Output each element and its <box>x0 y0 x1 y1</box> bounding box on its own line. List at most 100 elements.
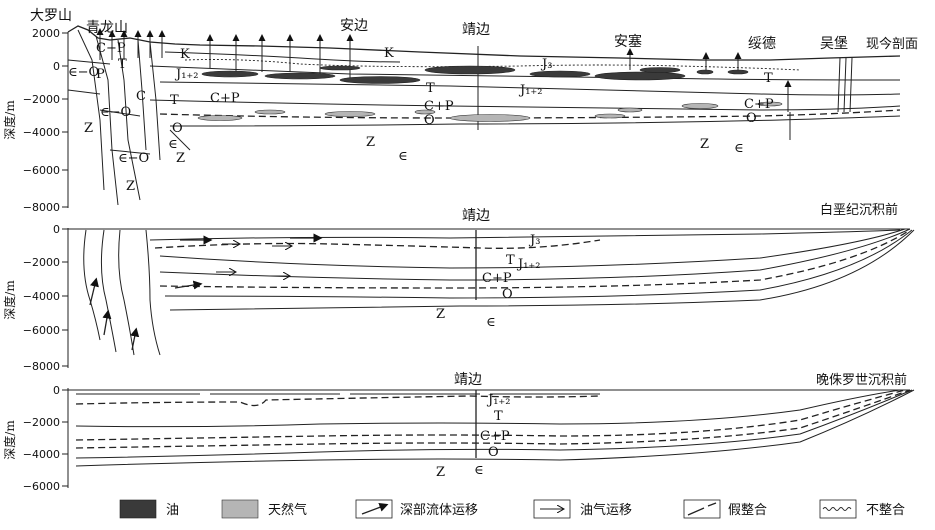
legend-label-deep-fluid: 深部流体运移 <box>400 503 478 518</box>
p1-stratum-O: O <box>424 113 435 128</box>
p1-stratum-T-east: T <box>764 71 773 86</box>
p1-y-label: 深度/m <box>2 100 17 140</box>
p1-stratum-CP: C+P <box>424 99 454 114</box>
p2-tick-0: 0 <box>53 223 60 236</box>
p2-stratum-CP: C+P <box>482 271 512 286</box>
panel1-y-axis: 2000 0 −2000 −4000 −6000 −8000 深度/m <box>2 27 68 214</box>
p3-tick-3: −6000 <box>23 480 60 493</box>
legend-item-oil: 油 <box>120 500 179 518</box>
p1-tick-1: 0 <box>53 60 60 73</box>
legend-item-disconformity: 假整合 <box>684 500 767 518</box>
p1-stratum-Z-west: Z <box>84 121 93 136</box>
p1-stratum-Z: Z <box>366 135 375 150</box>
panel3-y-axis: 0 −2000 −4000 −6000 深度/m <box>2 384 68 493</box>
p1-stratum-Cm-west: ∈ <box>168 137 178 152</box>
p2-tick-1: −2000 <box>23 256 60 269</box>
deep-fluid-arrow-icon <box>362 505 386 514</box>
p1-stratum-O-east: O <box>746 111 757 126</box>
oil-swatch <box>120 500 156 518</box>
p1-stratum-C: C <box>136 89 146 104</box>
p3-tick-2: −4000 <box>23 448 60 461</box>
p1-stratum-CmP: C−P <box>96 41 126 56</box>
place-ansai: 安塞 <box>614 33 642 50</box>
p1-stratum-J12: J₁₊₂ <box>518 83 543 98</box>
p3-tick-1: −2000 <box>23 416 60 429</box>
legend-label-disconformity: 假整合 <box>728 503 767 518</box>
legend-item-unconformity: 不整合 <box>820 500 905 518</box>
p1-stratum-CmO-3: ∈−O <box>118 151 149 166</box>
p1-tick-3: −4000 <box>23 126 60 139</box>
p1-oil-lenses <box>202 66 748 84</box>
p1-stratum-T-west: T <box>170 93 179 108</box>
place-jingbian-2: 靖边 <box>462 208 490 224</box>
p1-stratum-K: K <box>384 46 394 61</box>
p2-y-label: 深度/m <box>2 280 17 320</box>
legend-item-migration: 油气运移 <box>534 500 632 518</box>
panel-before-cretaceous: 0 −2000 −4000 −6000 −8000 深度/m <box>2 202 914 373</box>
p1-gas-lenses <box>198 102 782 122</box>
p1-tick-0: 2000 <box>32 27 60 40</box>
p1-stratum-CP-east: C+P <box>744 97 774 112</box>
place-jingbian-3: 靖边 <box>454 372 482 388</box>
p3-stratum-O: O <box>488 445 499 460</box>
legend-label-gas: 天然气 <box>268 502 307 518</box>
panel3-title: 晚侏罗世沉积前 <box>816 372 907 388</box>
legend-label-unconformity: 不整合 <box>866 503 905 518</box>
p1-tick-5: −8000 <box>23 201 60 214</box>
p1-stratum-T-belt: T <box>118 57 127 72</box>
panel-before-late-jurassic: 0 −2000 −4000 −6000 深度/m 靖边 晚侏罗世沉积前 J₁₊₂… <box>2 372 914 493</box>
p1-stratum-Cm-east: ∈ <box>734 141 744 156</box>
p1-vertical-arrows <box>100 30 790 140</box>
p2-tick-2: −4000 <box>23 290 60 303</box>
panel2-y-axis: 0 −2000 −4000 −6000 −8000 深度/m <box>2 223 68 373</box>
p1-tick-2: −2000 <box>23 93 60 106</box>
place-anbian: 安边 <box>340 18 368 34</box>
unconformity-icon <box>823 508 851 511</box>
p3-tick-0: 0 <box>53 384 60 397</box>
p2-stratum-O: O <box>502 287 513 302</box>
p3-stratum-Z: Z <box>436 465 445 480</box>
p2-tick-3: −6000 <box>23 324 60 337</box>
p2-stratum-J12: J₁₊₂ <box>516 257 541 272</box>
legend-item-gas: 天然气 <box>222 500 307 518</box>
p1-stratum-Z-east: Z <box>700 137 709 152</box>
p1-stratum-T: T <box>426 81 435 96</box>
p2-stratum-Cm: ∈ <box>486 315 496 330</box>
place-wubao: 吴堡 <box>820 36 848 52</box>
p1-stratum-Z-west2: Z <box>176 151 185 166</box>
p1-stratum-CmO-1: ∈−O <box>68 65 99 80</box>
place-qinglongshan: 青龙山 <box>86 20 128 36</box>
p2-deep-fluid-arrows <box>90 238 320 350</box>
place-suide: 绥德 <box>748 36 776 52</box>
disconformity-icon <box>688 503 716 515</box>
p1-stratum-Cm: ∈ <box>398 149 408 164</box>
panel-present-section: 2000 0 −2000 −4000 −6000 −8000 深度/m <box>2 8 918 214</box>
p2-stratum-Z: Z <box>436 307 445 322</box>
p2-stratum-J3: J₃ <box>528 233 540 248</box>
p3-stratum-Cm: ∈ <box>474 463 484 478</box>
place-daluoshan: 大罗山 <box>30 8 72 24</box>
p3-stratum-CP: C+P <box>480 429 510 444</box>
panel1-title: 现今剖面 <box>866 36 918 52</box>
p1-stratum-CmO-2: ∈−O <box>100 105 131 120</box>
panel2-title: 白垩纪沉积前 <box>820 202 898 218</box>
p1-stratum-K-west: K <box>180 47 190 62</box>
p1-stratum-J3: J₃ <box>540 57 552 72</box>
p3-y-label: 深度/m <box>2 420 17 460</box>
legend-label-oil: 油 <box>166 503 179 518</box>
p1-stratum-O-west: O <box>172 121 183 136</box>
p1-stratum-Z-west3: Z <box>126 179 135 194</box>
p2-stratum-T: T <box>506 253 515 268</box>
p2-tick-4: −8000 <box>23 360 60 373</box>
p3-stratum-T: T <box>494 409 503 424</box>
gas-swatch <box>222 500 258 518</box>
legend-item-deep-fluid: 深部流体运移 <box>356 500 478 518</box>
p1-stratum-J12-west: J₁₊₂ <box>174 67 199 82</box>
p3-stratum-J12: J₁₊₂ <box>486 393 511 408</box>
place-jingbian-1: 靖边 <box>462 22 490 38</box>
legend-label-migration: 油气运移 <box>580 502 632 518</box>
legend: 油 天然气 深部流体运移 油气运移 假整合 不整合 <box>120 500 905 518</box>
p1-tick-4: −6000 <box>23 164 60 177</box>
p1-stratum-P: P <box>96 67 105 82</box>
